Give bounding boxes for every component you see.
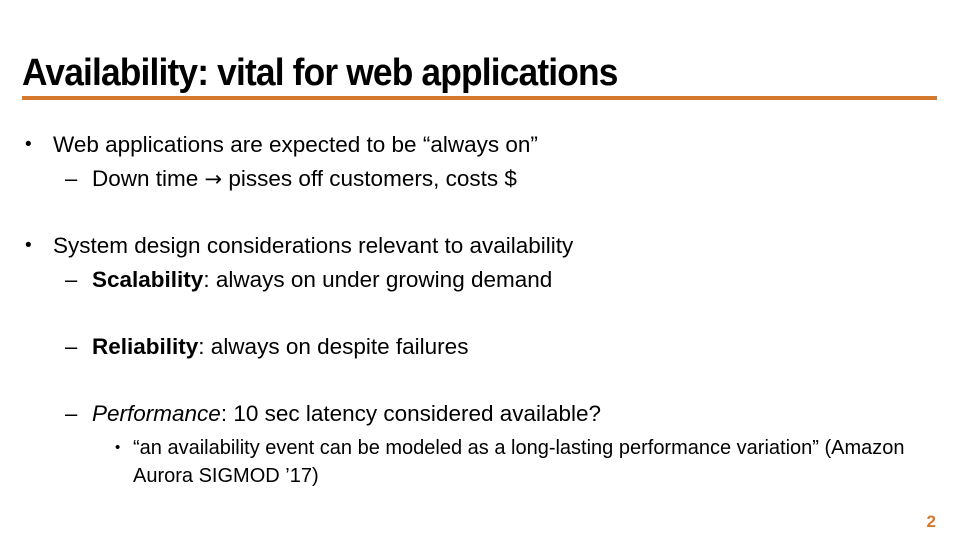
dash-icon: – bbox=[65, 401, 78, 426]
bullet-level2-text: Down time → pisses off customers, costs … bbox=[92, 164, 517, 194]
dash-icon: – bbox=[65, 334, 78, 359]
bullet-level1-text: Web applications are expected to be “alw… bbox=[53, 132, 538, 157]
reliability-term: Reliability bbox=[92, 334, 199, 359]
slide-body: • Web applications are expected to be “a… bbox=[0, 118, 960, 518]
bullet-level2-text: Reliability: always on despite failures bbox=[92, 332, 468, 362]
performance-description: : 10 sec latency considered available? bbox=[220, 401, 602, 426]
bullet-level1-text: System design considerations relevant to… bbox=[53, 233, 574, 258]
bullet-dot-icon: • bbox=[115, 439, 121, 456]
bullet-level2-text: Performance: 10 sec latency considered a… bbox=[92, 399, 601, 429]
dash-icon: – bbox=[65, 267, 78, 292]
bullet-level2-text: Scalability: always on under growing dem… bbox=[92, 265, 552, 295]
bullet-level3-text: “an availability event can be modeled as… bbox=[133, 437, 905, 487]
performance-term: Performance bbox=[92, 401, 221, 426]
reliability-description: : always on despite failures bbox=[198, 334, 469, 359]
right-arrow-icon: → bbox=[204, 167, 223, 191]
scalability-description: : always on under growing demand bbox=[203, 267, 553, 292]
down-time-consequence: pisses off customers, costs $ bbox=[222, 166, 517, 191]
bullet-dot-icon: • bbox=[25, 134, 32, 155]
page-title: Availability: vital for web applications bbox=[22, 52, 618, 94]
title-divider bbox=[22, 96, 937, 100]
bullet-dot-icon: • bbox=[25, 235, 32, 256]
page-number: 2 bbox=[926, 512, 936, 531]
down-time-label: Down time bbox=[92, 166, 205, 191]
scalability-term: Scalability bbox=[92, 267, 204, 292]
dash-icon: – bbox=[65, 166, 78, 191]
